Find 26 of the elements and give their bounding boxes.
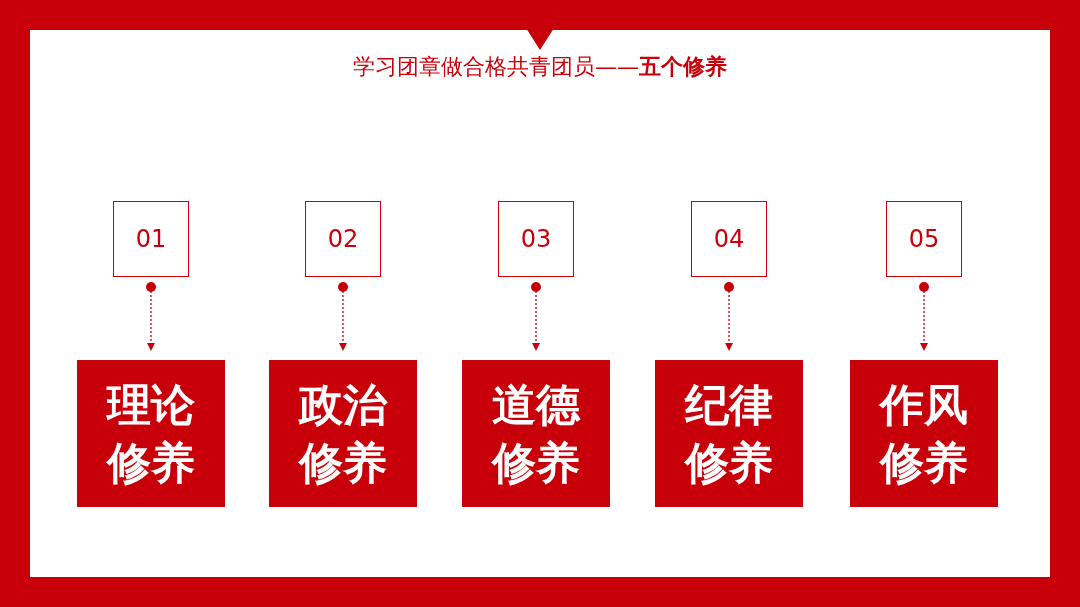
step-number: 01	[135, 225, 167, 253]
topic-box	[269, 360, 417, 507]
number-box	[305, 201, 381, 277]
topic-label: 作风修养	[878, 378, 969, 490]
number-box	[691, 201, 767, 277]
step-number: 03	[520, 225, 552, 253]
number-box	[113, 201, 189, 277]
topic-label: 理论修养	[105, 378, 196, 490]
number-box	[886, 201, 962, 277]
step-number: 02	[327, 225, 359, 253]
topic-box	[655, 360, 803, 507]
dotted-arrow	[724, 282, 734, 351]
number-box	[498, 201, 574, 277]
step-number: 05	[908, 225, 940, 253]
topic-label: 政治修养	[297, 378, 389, 490]
step-number: 04	[713, 225, 745, 253]
title: 学习团章做合格共青团员——五个修养	[353, 54, 727, 79]
topic-label: 纪律修养	[683, 378, 774, 490]
topic-box	[77, 360, 225, 507]
dotted-arrow	[146, 282, 156, 351]
topic-label: 道德修养	[490, 378, 582, 490]
dotted-arrow	[531, 282, 541, 351]
dotted-arrow	[338, 282, 348, 351]
topic-box	[462, 360, 610, 507]
topic-box	[850, 360, 998, 507]
dotted-arrow	[919, 282, 929, 351]
